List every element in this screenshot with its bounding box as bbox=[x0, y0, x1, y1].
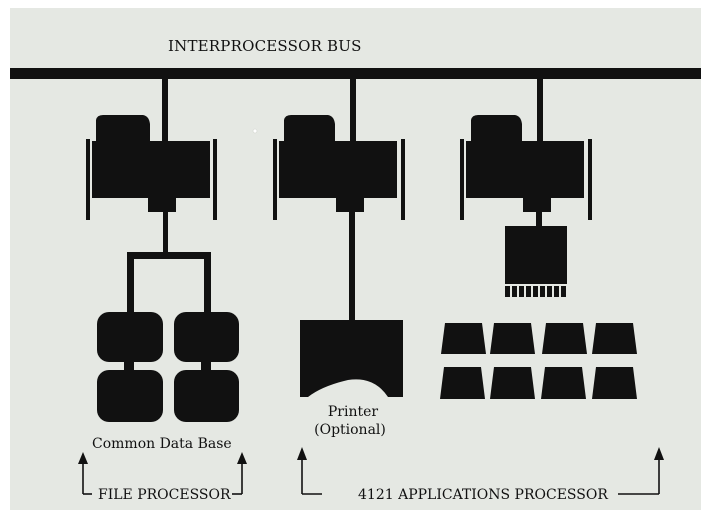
terminal-controller bbox=[505, 226, 567, 284]
processor-module-top bbox=[284, 115, 335, 141]
processor-unit-2 bbox=[273, 115, 405, 220]
terminal bbox=[592, 367, 637, 399]
arrowhead-icon bbox=[78, 452, 88, 464]
bus-drop-2 bbox=[350, 79, 356, 141]
controller-ports bbox=[505, 286, 566, 297]
processor-module-body bbox=[466, 141, 584, 198]
terminal bbox=[441, 323, 486, 354]
terminal-row-1 bbox=[441, 323, 637, 354]
disk-platter bbox=[174, 370, 239, 422]
disk-platter bbox=[174, 312, 239, 362]
processor-side-bracket-left bbox=[273, 139, 277, 220]
processor-side-bracket-left bbox=[460, 139, 464, 220]
terminal bbox=[440, 367, 485, 399]
processor-side-bracket-right bbox=[401, 139, 405, 220]
processor-side-bracket-left bbox=[86, 139, 90, 220]
disk-platter bbox=[97, 370, 163, 422]
applications-processor-bracket bbox=[301, 458, 660, 495]
terminal bbox=[542, 323, 587, 354]
processor-side-bracket-right bbox=[213, 139, 217, 220]
disk-drive-stack-right bbox=[174, 312, 239, 422]
disk-cable-right bbox=[204, 254, 211, 316]
processor-base bbox=[148, 198, 176, 212]
controller-cable bbox=[536, 212, 542, 228]
processor-base bbox=[523, 198, 551, 212]
file-processor-bracket bbox=[82, 462, 243, 495]
terminal-row-2 bbox=[440, 367, 637, 399]
processor-side-bracket-right bbox=[588, 139, 592, 220]
printer-label: Printer bbox=[328, 404, 379, 420]
disk-connector bbox=[201, 359, 211, 373]
terminal bbox=[592, 323, 637, 354]
disk-cable-left bbox=[127, 254, 134, 316]
processor-module-body bbox=[92, 141, 210, 198]
processor-unit-1 bbox=[86, 115, 217, 220]
arrowhead-icon bbox=[297, 447, 307, 460]
disk-cable-branch bbox=[127, 252, 211, 259]
interprocessor-bus bbox=[10, 68, 701, 79]
disk-drive-stack-left bbox=[97, 312, 163, 422]
terminal bbox=[541, 367, 586, 399]
printer-cable bbox=[349, 212, 355, 322]
file-processor-label: FILE PROCESSOR bbox=[98, 487, 231, 503]
disk-platter bbox=[97, 312, 163, 362]
processor-unit-3 bbox=[460, 115, 592, 220]
terminal bbox=[490, 323, 535, 354]
bus-label: INTERPROCESSOR BUS bbox=[168, 37, 362, 55]
processor-base bbox=[336, 198, 364, 212]
processor-module-top bbox=[96, 115, 150, 141]
arrowhead-icon bbox=[237, 452, 247, 464]
terminal bbox=[490, 367, 535, 399]
decorative-dot bbox=[252, 128, 258, 134]
processor-module-top bbox=[471, 115, 522, 141]
processor-module-body bbox=[279, 141, 397, 198]
printer-label-optional: (Optional) bbox=[314, 422, 386, 438]
bus-drop-1 bbox=[162, 79, 168, 141]
disk-cable-trunk bbox=[163, 212, 168, 254]
storage-label: Common Data Base bbox=[92, 436, 232, 452]
bus-drop-3 bbox=[537, 79, 543, 141]
applications-processor-label: 4121 APPLICATIONS PROCESSOR bbox=[358, 487, 608, 503]
arrowhead-icon bbox=[654, 447, 664, 460]
disk-connector bbox=[124, 359, 134, 373]
printer-icon bbox=[300, 320, 403, 397]
